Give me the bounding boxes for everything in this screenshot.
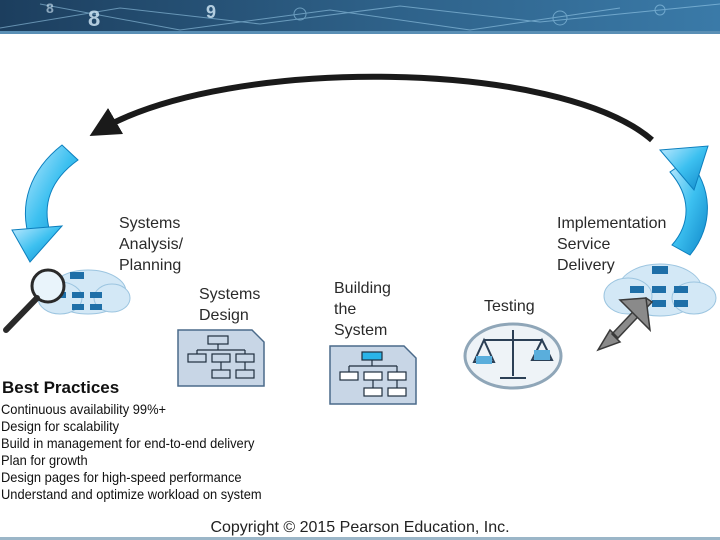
best-practices-list: Continuous availability 99%+ Design for …: [1, 401, 284, 503]
pointer-arrow-icon: [596, 297, 654, 352]
best-practice-item: Plan for growth: [1, 452, 88, 468]
copyright-footer: Copyright © 2015 Pearson Education, Inc.: [210, 519, 510, 536]
stage-label-design: Systems Design: [199, 286, 261, 324]
stage-label-testing: Testing: [484, 298, 535, 315]
banner-digit: 9: [206, 2, 217, 22]
best-practice-item: Design for scalability: [1, 418, 120, 434]
stage-label-implementation: Implementation Service Delivery: [557, 215, 667, 274]
right-cyan-arrow: [658, 145, 709, 256]
implementation-cloud-icon: [596, 263, 717, 352]
left-cyan-arrow: [11, 144, 79, 263]
best-practice-item: Continuous availability 99%+: [1, 401, 167, 417]
stage-label-analysis: Systems Analysis/ Planning: [119, 215, 184, 274]
testing-scale-icon: [463, 322, 563, 390]
return-arc-arrow: [89, 73, 654, 143]
best-practice-item: Design pages for high-speed performance: [1, 469, 242, 485]
building-document-icon: [329, 345, 417, 405]
best-practices-title: Best Practices: [2, 378, 120, 397]
bottom-divider: [0, 537, 720, 540]
magnifier-icon: [3, 268, 66, 333]
best-practice-item: Build in management for end-to-end deliv…: [1, 435, 255, 451]
design-document-icon: [177, 329, 265, 387]
analysis-cloud-icon: [3, 268, 131, 333]
banner-digit: 8: [88, 6, 101, 31]
best-practice-item: Understand and optimize workload on syst…: [1, 486, 262, 502]
stage-label-building: Building the System: [334, 280, 391, 339]
lifecycle-diagram: [3, 73, 717, 405]
header-banner: [0, 0, 720, 34]
banner-digit: 8: [46, 0, 54, 16]
